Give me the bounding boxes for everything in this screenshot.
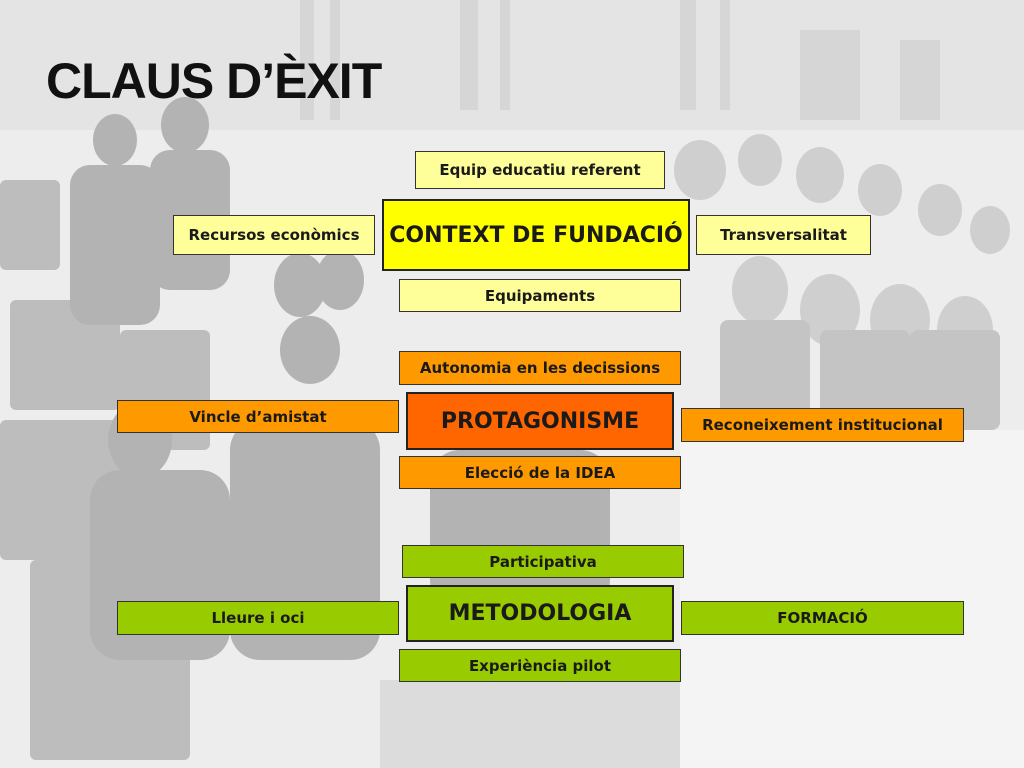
context-left-box: Recursos econòmics [173,215,375,255]
context-top-box: Equip educatiu referent [415,151,665,189]
methodology-right-box: FORMACIÓ [681,601,964,635]
methodology-bottom-box: Experiència pilot [399,649,681,682]
page-title: CLAUS D’ÈXIT [46,53,382,109]
protagonism-right-box: Reconeixement institucional [681,408,964,442]
protagonism-left-box: Vincle d’amistat [117,400,399,433]
methodology-left-box: Lleure i oci [117,601,399,635]
context-bottom-box: Equipaments [399,279,681,312]
protagonism-top-box: Autonomia en les decissions [399,351,681,385]
methodology-top-box: Participativa [402,545,684,578]
methodology-center-box: METODOLOGIA [406,585,674,642]
protagonism-bottom-box: Elecció de la IDEA [399,456,681,489]
context-right-box: Transversalitat [696,215,871,255]
protagonism-center-box: PROTAGONISME [406,392,674,450]
context-center-box: CONTEXT DE FUNDACIÓ [382,199,690,271]
